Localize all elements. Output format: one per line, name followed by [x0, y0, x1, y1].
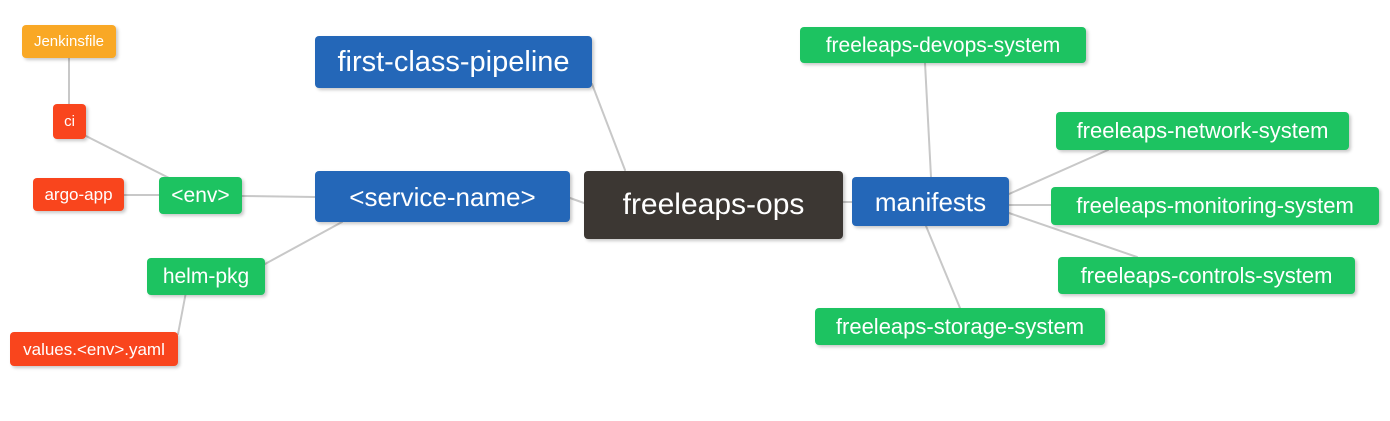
node-label-first-class-pipeline: first-class-pipeline	[337, 45, 570, 78]
mindmap-node-ci[interactable]: ci	[53, 104, 86, 139]
edge-service-name-to-env	[241, 195, 316, 198]
node-label-helm-pkg: helm-pkg	[162, 265, 250, 288]
mindmap-node-controls-system[interactable]: freeleaps-controls-system	[1058, 257, 1355, 294]
node-label-storage-system: freeleaps-storage-system	[835, 313, 1085, 339]
node-label-controls-system: freeleaps-controls-system	[1080, 262, 1333, 288]
mindmap-node-network-system[interactable]: freeleaps-network-system	[1056, 112, 1349, 150]
edge-env-to-ci	[85, 135, 174, 181]
node-label-env: <env>	[171, 184, 230, 207]
edge-root-to-first-class-pipeline	[591, 83, 626, 171]
edge-helm-pkg-to-values-yaml	[177, 291, 187, 335]
node-label-devops-system: freeleaps-devops-system	[825, 33, 1061, 57]
node-label-service-name: <service-name>	[349, 181, 536, 212]
node-label-argo-app: argo-app	[44, 185, 113, 204]
mindmap-node-argo-app[interactable]: argo-app	[33, 178, 124, 211]
mindmap-node-monitoring-system[interactable]: freeleaps-monitoring-system	[1051, 187, 1379, 225]
mindmap-node-first-class-pipeline[interactable]: first-class-pipeline	[315, 36, 592, 88]
edge-manifests-to-devops-system	[924, 62, 932, 178]
node-label-ci: ci	[64, 113, 75, 130]
mindmap-node-root[interactable]: freeleaps-ops	[584, 171, 843, 239]
node-label-manifests: manifests	[874, 186, 987, 217]
node-label-root: freeleaps-ops	[622, 188, 805, 221]
edge-manifests-to-storage-system	[925, 225, 961, 309]
node-label-jenkinsfile: Jenkinsfile	[33, 33, 105, 50]
mindmap-node-helm-pkg[interactable]: helm-pkg	[147, 258, 265, 295]
mindmap-node-env[interactable]: <env>	[159, 177, 242, 214]
mindmap-node-service-name[interactable]: <service-name>	[315, 171, 570, 222]
node-label-values-yaml: values.<env>.yaml	[23, 339, 165, 359]
node-label-network-system: freeleaps-network-system	[1076, 118, 1329, 143]
mindmap-node-values-yaml[interactable]: values.<env>.yaml	[10, 332, 178, 366]
node-label-monitoring-system: freeleaps-monitoring-system	[1076, 193, 1354, 218]
edge-service-name-to-helm-pkg	[264, 221, 343, 265]
mindmap-node-devops-system[interactable]: freeleaps-devops-system	[800, 27, 1086, 63]
edge-root-to-service-name	[569, 197, 585, 204]
mindmap-node-jenkinsfile[interactable]: Jenkinsfile	[22, 25, 116, 58]
mindmap-node-storage-system[interactable]: freeleaps-storage-system	[815, 308, 1105, 345]
mindmap-node-manifests[interactable]: manifests	[852, 177, 1009, 226]
